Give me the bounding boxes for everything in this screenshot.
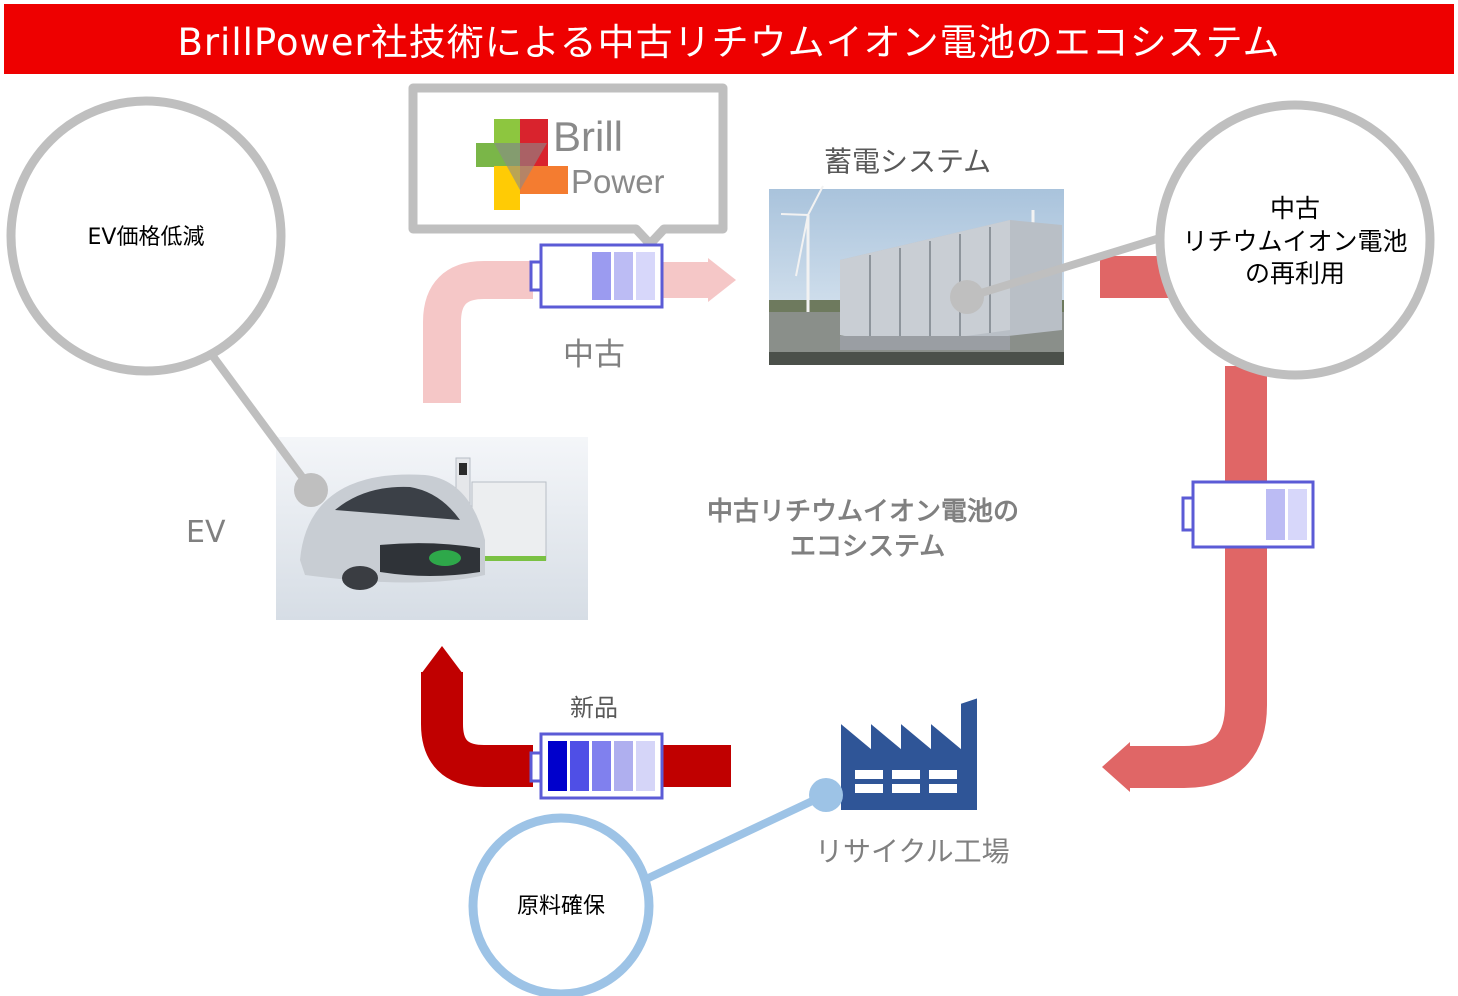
reuse-text-line3: の再利用 xyxy=(1244,259,1345,288)
reuse-connector xyxy=(966,234,1162,301)
materials-text: 原料確保 xyxy=(516,894,605,919)
recycle-factory-label: リサイクル工場 xyxy=(815,835,1010,868)
logo-text-power: Power xyxy=(571,163,665,200)
materials-circle xyxy=(468,813,654,996)
new-label: 新品 xyxy=(570,694,618,722)
title-bar: BrillPower社技術による中古リチウムイオン電池のエコシステム xyxy=(4,4,1454,74)
ev-price-connector xyxy=(208,352,315,492)
ev-label: EV xyxy=(186,515,226,550)
logo-text-brill: Brill xyxy=(553,113,623,160)
factory-icon xyxy=(839,695,979,812)
used-battery-icon xyxy=(529,243,664,309)
reuse-text: 中古 リチウムイオン電池 の再利用 xyxy=(1162,193,1428,291)
used-label: 中古 xyxy=(563,337,625,373)
brillpower-logo-icon xyxy=(476,119,568,210)
ev-photo xyxy=(276,437,588,620)
page-title: BrillPower社技術による中古リチウムイオン電池のエコシステム xyxy=(177,21,1281,64)
used-battery-arrow xyxy=(423,258,736,403)
reuse-text-line2: リチウムイオン電池 xyxy=(1182,226,1408,256)
ev-price-circle xyxy=(6,96,286,376)
center-label-line2: エコシステム xyxy=(790,532,946,562)
new-battery-arrow xyxy=(421,646,731,787)
materials-connector xyxy=(638,791,827,886)
storage-system-photo xyxy=(769,185,1064,365)
brillpower-logo-box xyxy=(408,83,728,249)
new-battery-icon xyxy=(529,732,664,800)
reuse-connector-dot xyxy=(950,280,984,314)
ev-connector-dot xyxy=(294,473,328,507)
reuse-circle xyxy=(1155,100,1435,380)
center-label-line1: 中古リチウムイオン電池の xyxy=(707,497,1020,527)
storage-system-label: 蓄電システム xyxy=(824,145,992,178)
reuse-battery-icon xyxy=(1181,480,1315,549)
reuse-text-line1: 中古 xyxy=(1269,194,1320,223)
ev-price-text: EV価格低減 xyxy=(87,225,205,250)
materials-connector-dot xyxy=(809,778,843,812)
